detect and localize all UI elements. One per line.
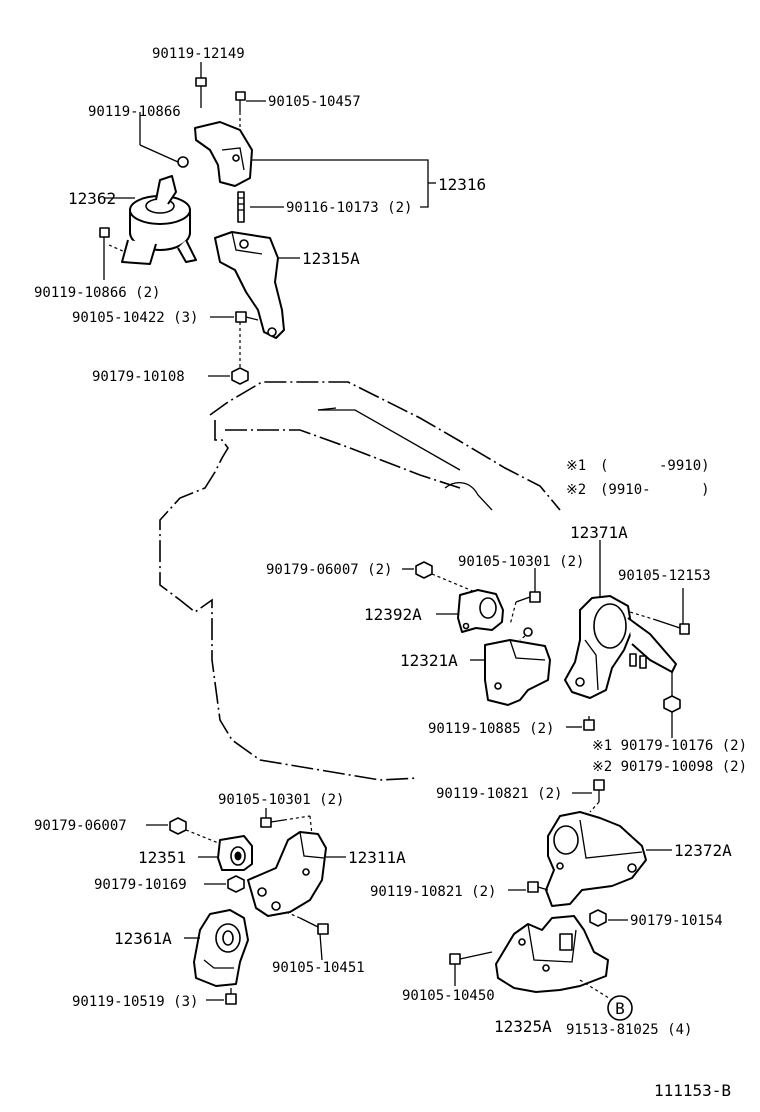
label-90105-12153: 90105-12153	[618, 568, 711, 584]
part-number-labels: 90119-12149 90105-10457 90119-10866 1231…	[34, 46, 747, 1100]
bolt-90119-10866-pair	[99, 227, 126, 280]
bolt-90105-10422	[210, 311, 259, 368]
label-90179-06007: 90179-06007	[34, 818, 127, 834]
label-90105-10301-upper: 90105-10301 (2)	[458, 554, 584, 570]
engine-mount-12361A	[184, 909, 249, 987]
label-90179-10169: 90179-10169	[94, 877, 187, 893]
bracket-12311A	[247, 831, 346, 917]
bracket-12321A	[470, 627, 551, 706]
label-90105-10457: 90105-10457	[268, 94, 361, 110]
bracket-12316	[194, 121, 253, 187]
label-12351: 12351	[138, 848, 186, 867]
label-91513-81025: 91513-81025 (4)	[566, 1022, 692, 1038]
bolt-90105-12153	[629, 588, 690, 635]
label-90105-10451: 90105-10451	[272, 960, 365, 976]
label-90119-10866-pair: 90119-10866 (2)	[34, 285, 160, 301]
legend-note2-range: (9910- )	[600, 482, 710, 498]
bracket-12325A	[495, 915, 613, 1001]
legend-note2-marker: ※2	[566, 482, 586, 498]
label-12371A: 12371A	[570, 523, 628, 542]
label-90119-10885: 90119-10885 (2)	[428, 721, 554, 737]
bolt-90105-10450	[449, 951, 493, 986]
label-90105-10450: 90105-10450	[402, 988, 495, 1004]
label-12321A: 12321A	[400, 651, 458, 670]
label-90105-10301-lower: 90105-10301 (2)	[218, 792, 344, 808]
nut-90179-10176-or-10098	[629, 653, 681, 738]
label-12316: 12316	[438, 175, 486, 194]
bolt-90105-10451	[285, 911, 329, 961]
label-90179-10176: ※1 90179-10176 (2)	[592, 738, 747, 754]
bolt-90105-10301-pair-upper	[509, 568, 541, 626]
bolt-90105-10457	[235, 91, 266, 130]
callout-B-letter: B	[615, 999, 625, 1018]
engine-mount-12371A	[564, 540, 677, 699]
label-12361A: 12361A	[114, 929, 172, 948]
stud-90116-10173	[237, 191, 284, 223]
engine-block-outline	[159, 381, 561, 781]
label-12311A: 12311A	[348, 848, 406, 867]
nut-90179-06007	[146, 817, 227, 847]
bolt-90119-10519-triple	[206, 988, 237, 1005]
bolt-90105-10301-pair-lower	[260, 808, 313, 836]
label-90179-06007-pair: 90179-06007 (2)	[266, 562, 392, 578]
nut-90179-10154	[589, 909, 628, 927]
bolt-90119-10885-pair	[566, 716, 595, 731]
bolt-90119-10821-pair-upper	[572, 779, 605, 813]
bracket-12315A	[214, 231, 300, 339]
label-12372A: 12372A	[674, 841, 732, 860]
label-90116-10173: 90116-10173 (2)	[286, 200, 412, 216]
label-12315A: 12315A	[302, 249, 360, 268]
bolt-90119-12149	[195, 62, 207, 108]
legend-note1-range: ( -9910)	[600, 458, 710, 474]
label-90119-10821-upper: 90119-10821 (2)	[436, 786, 562, 802]
label-12362: 12362	[68, 189, 116, 208]
label-90119-10866: 90119-10866	[88, 104, 181, 120]
legend-note1-marker: ※1	[566, 458, 586, 474]
label-90105-10422: 90105-10422 (3)	[72, 310, 198, 326]
label-90119-10821-lower: 90119-10821 (2)	[370, 884, 496, 900]
label-90179-10154: 90179-10154	[630, 913, 723, 929]
callout-B: B	[607, 995, 633, 1021]
engine-mount-12372A	[545, 811, 672, 907]
label-12392A: 12392A	[364, 605, 422, 624]
bolt-90119-10866	[139, 112, 189, 168]
label-90179-10098: ※2 90179-10098 (2)	[592, 759, 747, 775]
engine-mount-12362	[104, 175, 197, 265]
bushing-12351	[198, 835, 253, 871]
bolt-90119-10821-pair-lower	[508, 881, 549, 893]
label-90119-12149: 90119-12149	[152, 46, 245, 62]
bracket-12392A	[436, 589, 504, 633]
diagram-id: 111153-B	[654, 1081, 731, 1100]
nut-90179-10108	[208, 367, 249, 385]
label-12325A: 12325A	[494, 1017, 552, 1036]
nut-90179-10169	[204, 875, 245, 893]
label-90119-10519: 90119-10519 (3)	[72, 994, 198, 1010]
label-90179-10108: 90179-10108	[92, 369, 185, 385]
